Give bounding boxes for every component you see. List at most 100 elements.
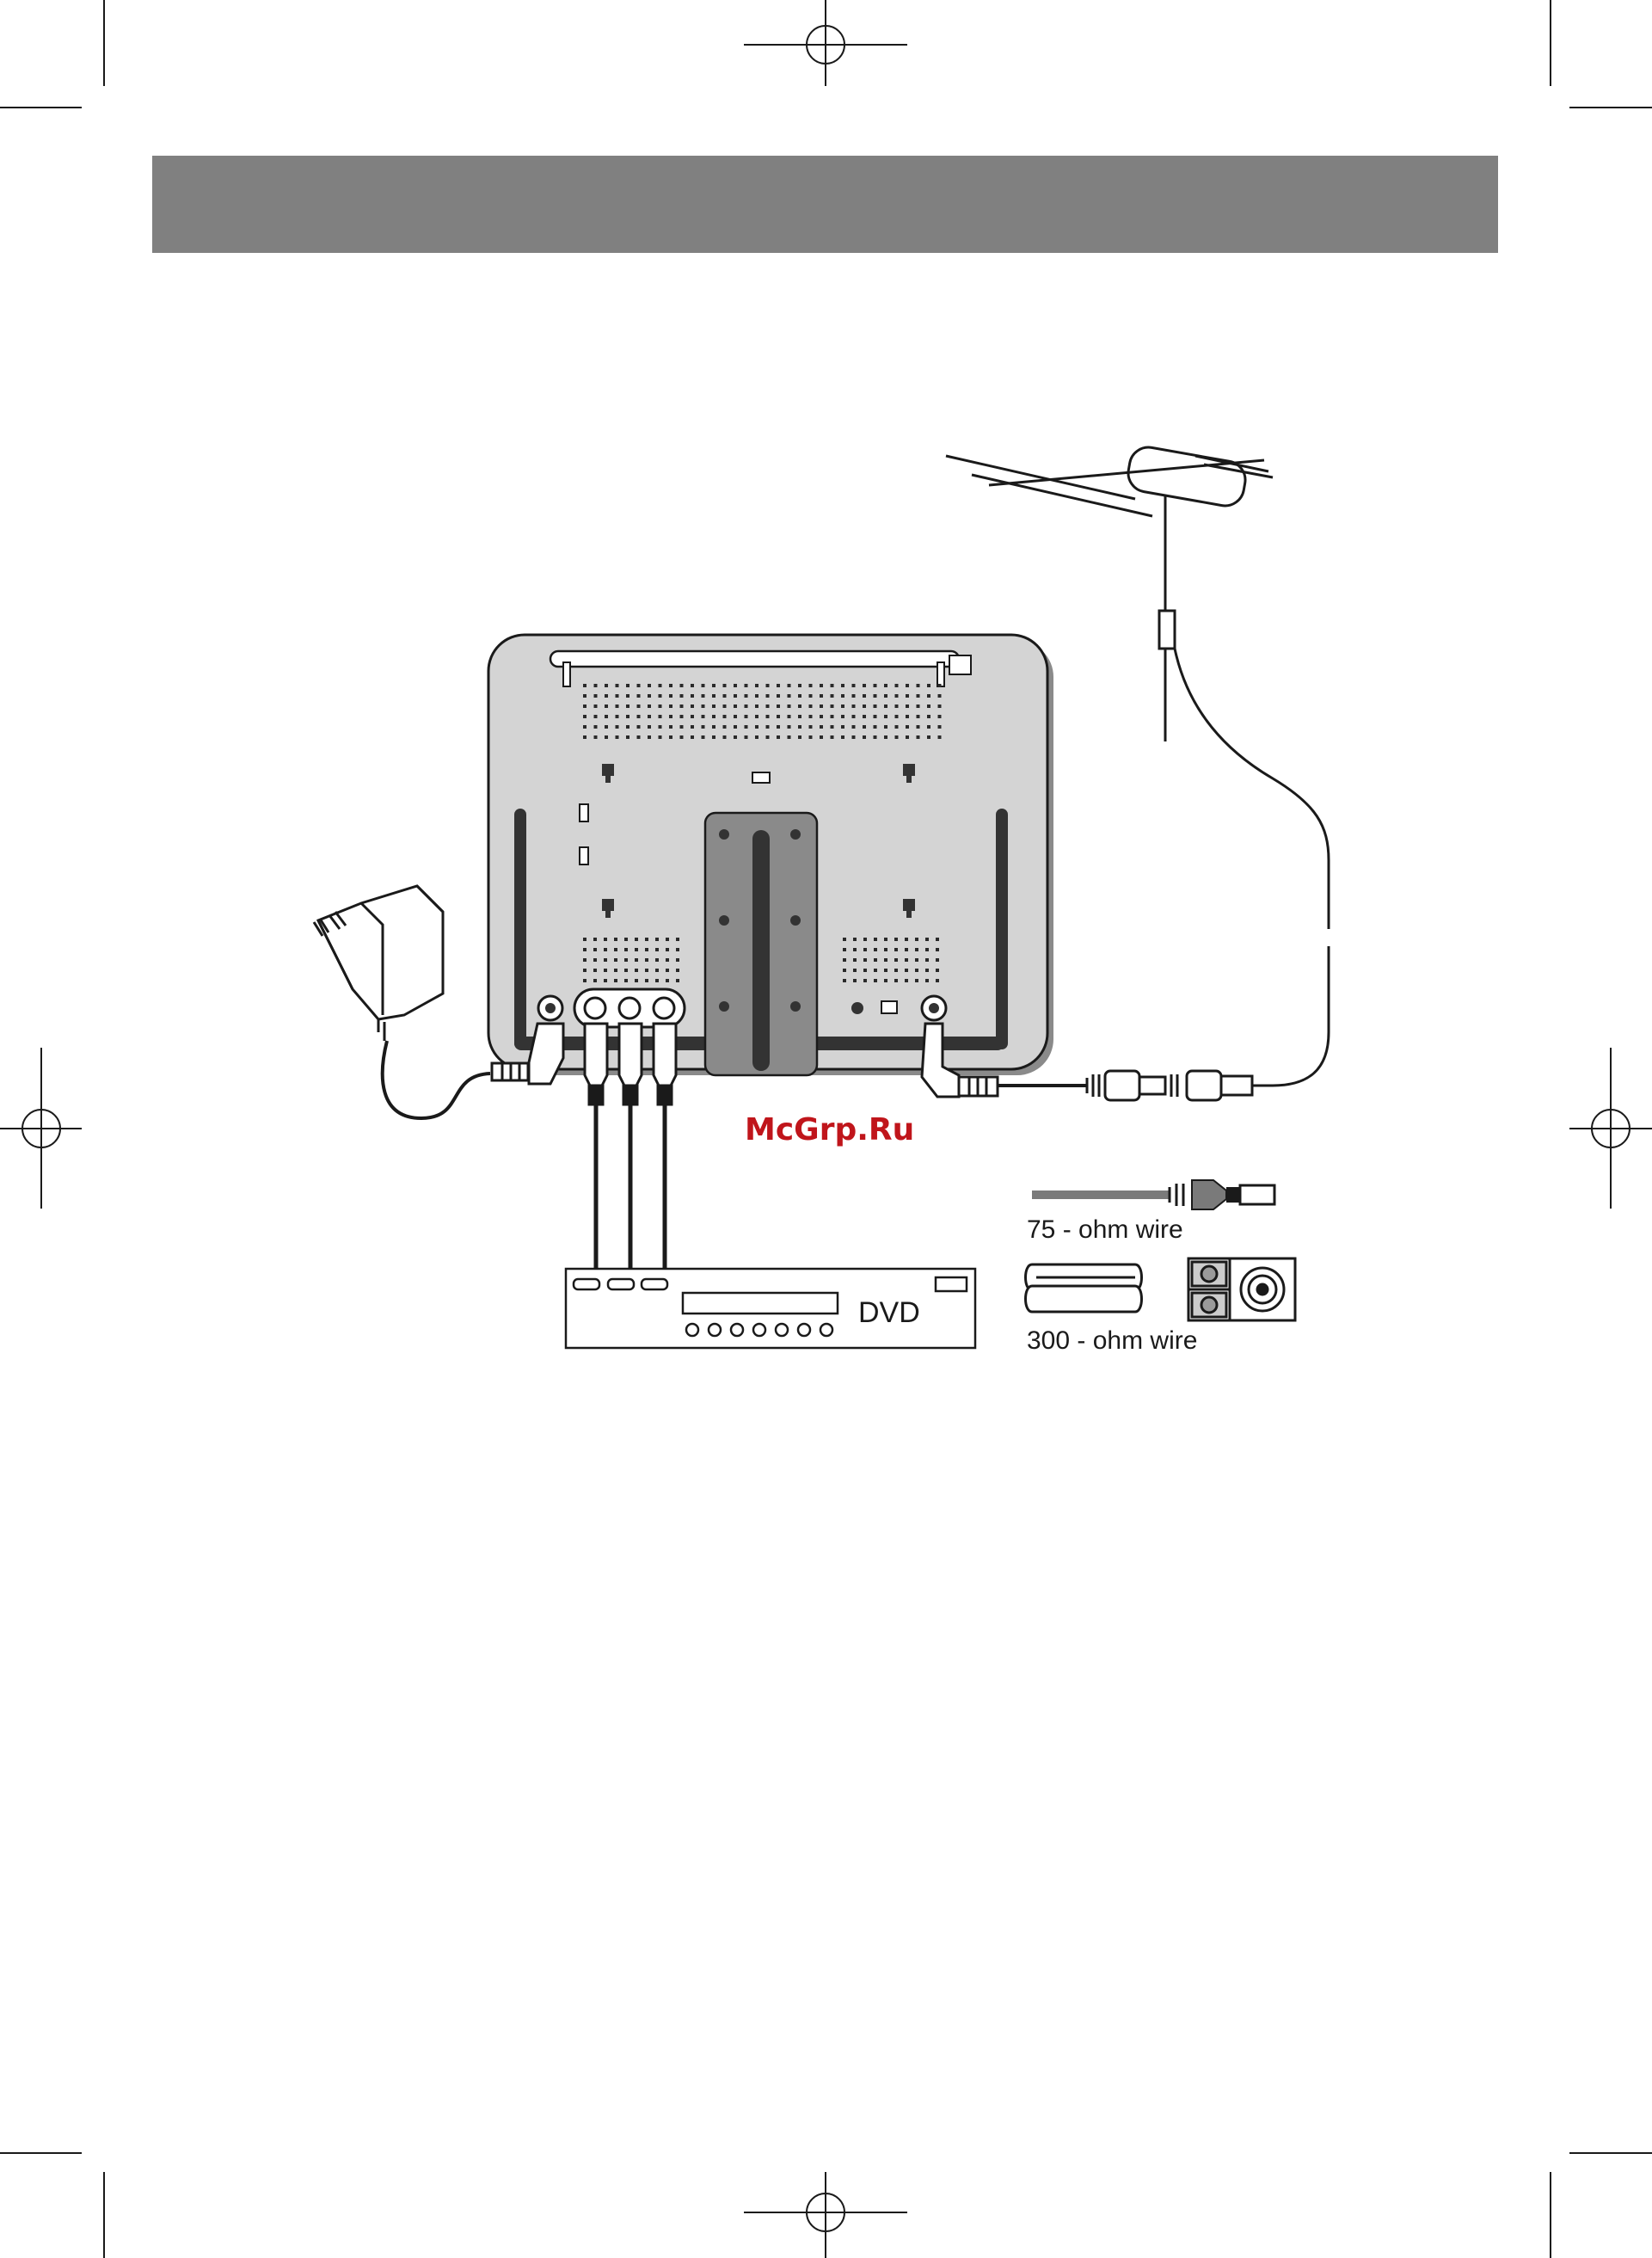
vent-hole bbox=[626, 715, 629, 718]
vent-hole bbox=[755, 735, 758, 739]
vent-hole bbox=[702, 694, 705, 698]
vent-hole bbox=[635, 948, 638, 951]
vent-hole bbox=[831, 725, 834, 729]
vent-hole bbox=[917, 694, 920, 698]
vent-hole bbox=[841, 735, 844, 739]
vent-hole bbox=[925, 938, 929, 941]
vent-hole bbox=[798, 694, 801, 698]
vent-hole bbox=[655, 938, 659, 941]
vent-hole bbox=[734, 725, 737, 729]
vent-hole bbox=[614, 938, 617, 941]
vent-hole bbox=[669, 694, 672, 698]
vent-hole bbox=[798, 715, 801, 718]
vent-hole bbox=[680, 715, 684, 718]
vent-hole bbox=[927, 684, 930, 687]
vent-hole bbox=[594, 735, 598, 739]
vent-hole bbox=[723, 715, 727, 718]
rca-cables bbox=[596, 1104, 665, 1269]
vent-hole bbox=[936, 938, 939, 941]
vent-hole bbox=[841, 694, 844, 698]
vent-hole bbox=[852, 694, 856, 698]
vent-hole bbox=[616, 725, 619, 729]
vent-hole bbox=[777, 715, 780, 718]
vent-hole bbox=[936, 979, 939, 982]
vent-hole bbox=[766, 715, 770, 718]
vent-hole bbox=[927, 715, 930, 718]
vent-hole bbox=[777, 694, 780, 698]
vent-hole bbox=[874, 969, 877, 972]
vent-hole bbox=[755, 704, 758, 708]
vent-hole bbox=[915, 948, 918, 951]
vent-hole bbox=[723, 694, 727, 698]
vent-hole bbox=[593, 979, 597, 982]
crop-mark-icon bbox=[0, 1048, 82, 1209]
vent-hole bbox=[863, 684, 866, 687]
vent-hole bbox=[788, 694, 791, 698]
vent-hole bbox=[648, 684, 651, 687]
vent-hole bbox=[863, 715, 866, 718]
vent-hole bbox=[831, 704, 834, 708]
vent-hole bbox=[917, 704, 920, 708]
vent-hole bbox=[894, 969, 898, 972]
vent-hole bbox=[852, 704, 856, 708]
vent-hole bbox=[616, 704, 619, 708]
vent-hole bbox=[626, 684, 629, 687]
vent-hole bbox=[820, 704, 823, 708]
tv-back-panel-icon bbox=[488, 635, 1053, 1075]
vent-hole bbox=[809, 725, 813, 729]
vent-hole bbox=[712, 715, 715, 718]
vent-hole bbox=[680, 725, 684, 729]
vent-hole bbox=[777, 684, 780, 687]
vent-hole bbox=[676, 969, 679, 972]
vent-hole bbox=[712, 725, 715, 729]
vent-hole bbox=[809, 694, 813, 698]
vent-hole bbox=[583, 979, 586, 982]
vent-hole bbox=[863, 958, 867, 962]
vent-hole bbox=[777, 704, 780, 708]
vent-hole bbox=[723, 735, 727, 739]
vent-hole bbox=[604, 969, 607, 972]
vent-hole bbox=[874, 684, 877, 687]
vent-hole bbox=[895, 694, 899, 698]
vent-hole bbox=[734, 715, 737, 718]
vent-hole bbox=[666, 958, 669, 962]
vent-hole bbox=[605, 684, 608, 687]
vent-hole bbox=[938, 694, 942, 698]
vent-hole bbox=[691, 735, 694, 739]
vent-hole bbox=[583, 694, 586, 698]
vent-hole bbox=[605, 735, 608, 739]
vent-hole bbox=[777, 725, 780, 729]
vent-hole bbox=[583, 938, 586, 941]
vent-hole bbox=[583, 948, 586, 951]
vent-hole bbox=[594, 684, 598, 687]
vent-hole bbox=[583, 704, 586, 708]
vent-hole bbox=[691, 725, 694, 729]
vent-hole bbox=[605, 694, 608, 698]
vent-hole bbox=[666, 979, 669, 982]
vent-hole bbox=[645, 958, 648, 962]
vent-hole bbox=[938, 704, 942, 708]
vent-hole bbox=[917, 684, 920, 687]
vent-hole bbox=[666, 938, 669, 941]
vent-hole bbox=[734, 704, 737, 708]
vent-hole bbox=[659, 725, 662, 729]
vent-hole bbox=[605, 715, 608, 718]
vent-hole bbox=[843, 969, 846, 972]
vent-hole bbox=[766, 704, 770, 708]
vent-hole bbox=[645, 969, 648, 972]
vent-hole bbox=[915, 969, 918, 972]
vent-hole bbox=[894, 958, 898, 962]
vent-hole bbox=[853, 958, 857, 962]
wire-75-icon bbox=[1032, 1180, 1274, 1209]
vent-hole bbox=[604, 958, 607, 962]
vent-hole bbox=[905, 938, 908, 941]
vent-hole bbox=[723, 684, 727, 687]
vent-hole bbox=[874, 958, 877, 962]
crop-mark-icon bbox=[744, 2172, 907, 2258]
vent-hole bbox=[788, 715, 791, 718]
vent-hole bbox=[669, 735, 672, 739]
vent-hole bbox=[894, 948, 898, 951]
vent-hole bbox=[925, 948, 929, 951]
vent-hole bbox=[616, 715, 619, 718]
vent-hole bbox=[863, 969, 867, 972]
